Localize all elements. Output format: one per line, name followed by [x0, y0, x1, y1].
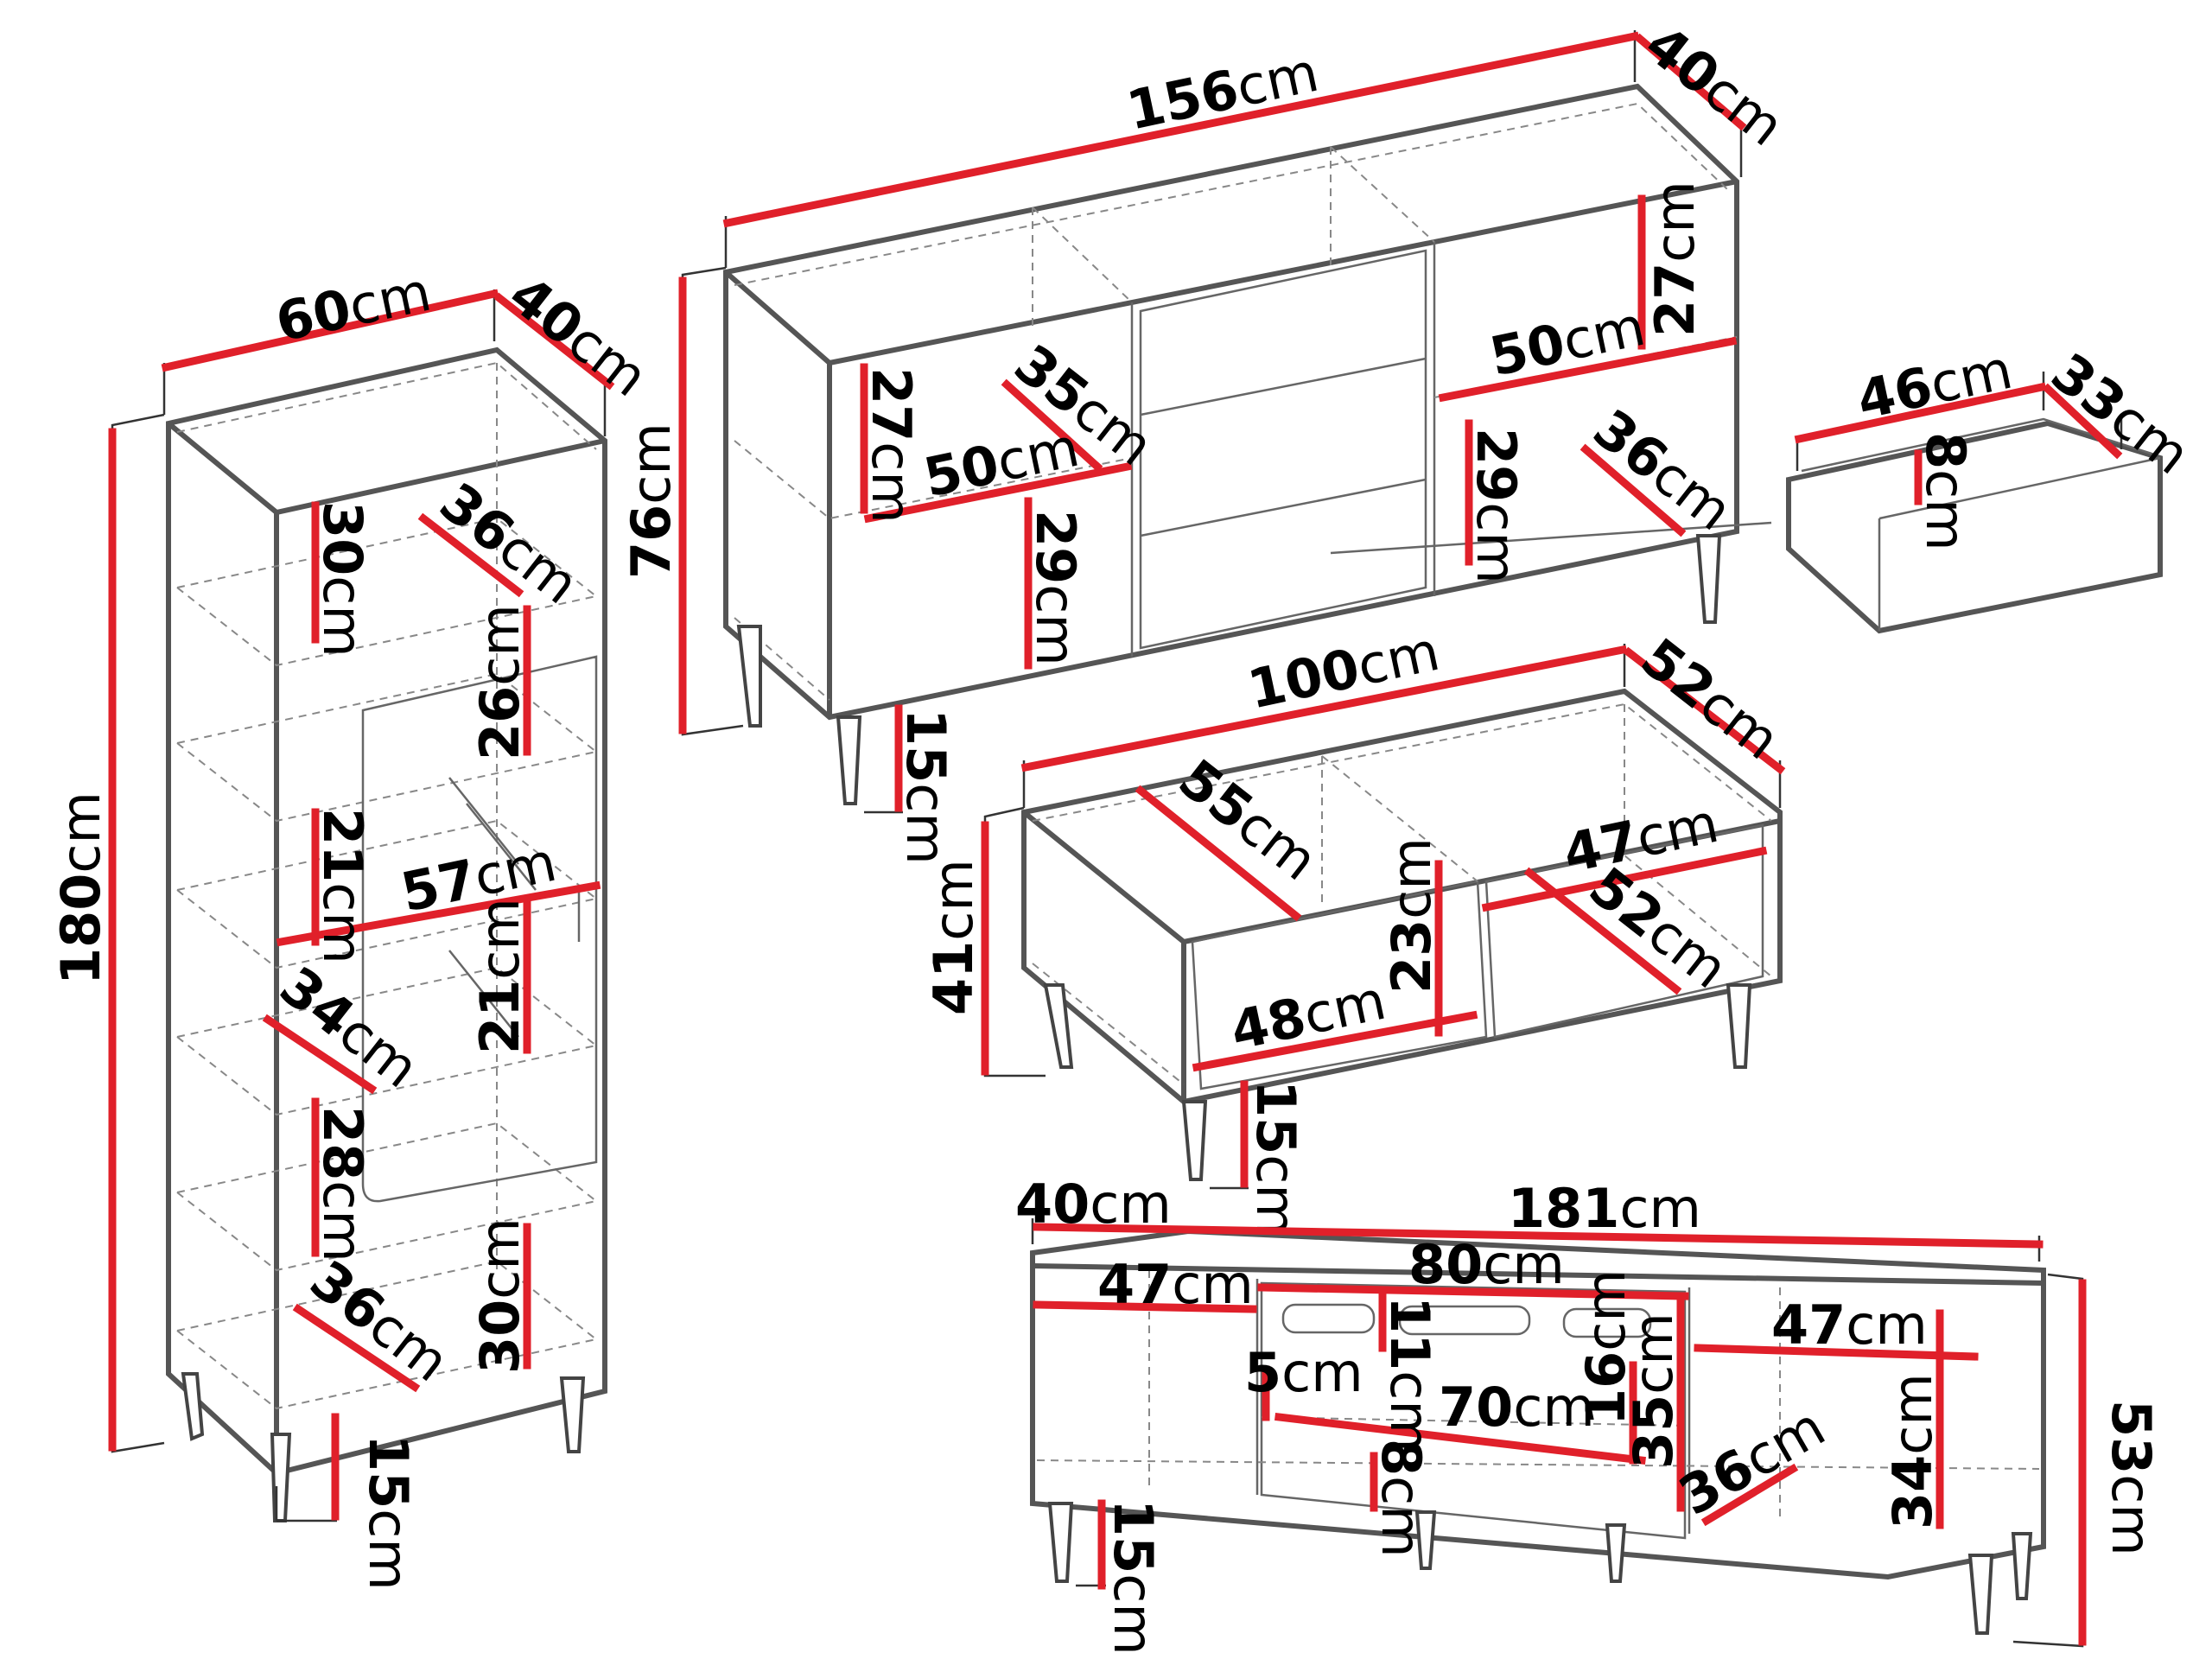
- tv-top-gap-label: 11cm: [1378, 1296, 1441, 1452]
- sideboard: 156cm 40cm 76cm 15cm 27cm 35cm 50cm 29cm…: [620, 12, 1796, 864]
- tall-cabinet: 60cm 40cm 180cm 15cm 30cm 36cm 26cm 21cm…: [49, 260, 659, 1591]
- tall-mid-shelf-label: 21cm: [311, 808, 374, 964]
- tall-glass-upper-label: 26cm: [468, 604, 531, 760]
- tv-depth-label: 40cm: [1015, 1173, 1172, 1236]
- tv-height-label: 53cm: [2100, 1400, 2163, 1556]
- tv-width-label: 181cm: [1508, 1177, 1701, 1240]
- sideboard-left-lower-label: 29cm: [1024, 510, 1087, 666]
- coffee-legs-label: 15cm: [1244, 1080, 1307, 1236]
- tall-width-label: 60cm: [270, 260, 436, 354]
- tv-side-gap-label: 5cm: [1244, 1341, 1363, 1404]
- sideboard-height-label: 76cm: [620, 423, 683, 579]
- tall-legs-label: 15cm: [357, 1434, 420, 1591]
- tall-low-shelf-label: 28cm: [311, 1106, 374, 1262]
- tv-inner-height-label: 16cm: [1574, 1269, 1637, 1426]
- drawer-height-label: 8cm: [1914, 432, 1977, 551]
- tv-left-width-label: 47cm: [1097, 1253, 1254, 1316]
- tall-bottom-depth-label: 36cm: [299, 1248, 461, 1394]
- tv-right-height-label: 34cm: [1881, 1373, 1944, 1529]
- coffee-right-width-label: 47cm: [1558, 791, 1724, 886]
- coffee-depth-label: 52cm: [1630, 626, 1791, 772]
- coffee-table: 100cm 52cm 41cm 15cm 55cm 47cm 52cm 23cm…: [922, 620, 1791, 1236]
- tv-middle-width-label: 80cm: [1408, 1233, 1565, 1296]
- tv-stand: 40cm 181cm 47cm 80cm 11cm 5cm 70cm 16cm …: [1015, 1173, 2163, 1656]
- sideboard-legs-label: 15cm: [894, 709, 957, 865]
- tv-middle-height-label: 35cm: [1622, 1313, 1685, 1469]
- drawer-depth-label: 33cm: [2040, 340, 2202, 486]
- sideboard-left-upper-label: 27cm: [860, 367, 923, 524]
- tall-glass-mid-label: 21cm: [468, 898, 531, 1054]
- tv-right-depth-label: 36cm: [1669, 1395, 1835, 1528]
- coffee-mid-height-label: 23cm: [1380, 837, 1443, 994]
- tv-right-width-label: 47cm: [1771, 1294, 1928, 1357]
- tall-bottom-label: 30cm: [468, 1217, 531, 1374]
- coffee-height-label: 41cm: [922, 859, 985, 1015]
- tv-bottom-gap-label: 8cm: [1370, 1439, 1433, 1558]
- tv-legs-label: 15cm: [1102, 1499, 1165, 1656]
- drawer-width-label: 46cm: [1852, 338, 2018, 432]
- sideboard-right-lower-label: 29cm: [1465, 428, 1528, 584]
- drawer-detail: 46cm 33cm 8cm: [1786, 338, 2202, 634]
- sideboard-right-upper-label: 27cm: [1643, 181, 1707, 337]
- sideboard-width-label: 156cm: [1122, 41, 1324, 143]
- tall-top-shelf-label: 30cm: [311, 501, 374, 658]
- tall-height-label: 180cm: [49, 791, 112, 985]
- tall-depth-label: 40cm: [498, 263, 659, 409]
- sideboard-depth-label: 40cm: [1634, 12, 1796, 158]
- tv-inner-width-label: 70cm: [1439, 1376, 1595, 1439]
